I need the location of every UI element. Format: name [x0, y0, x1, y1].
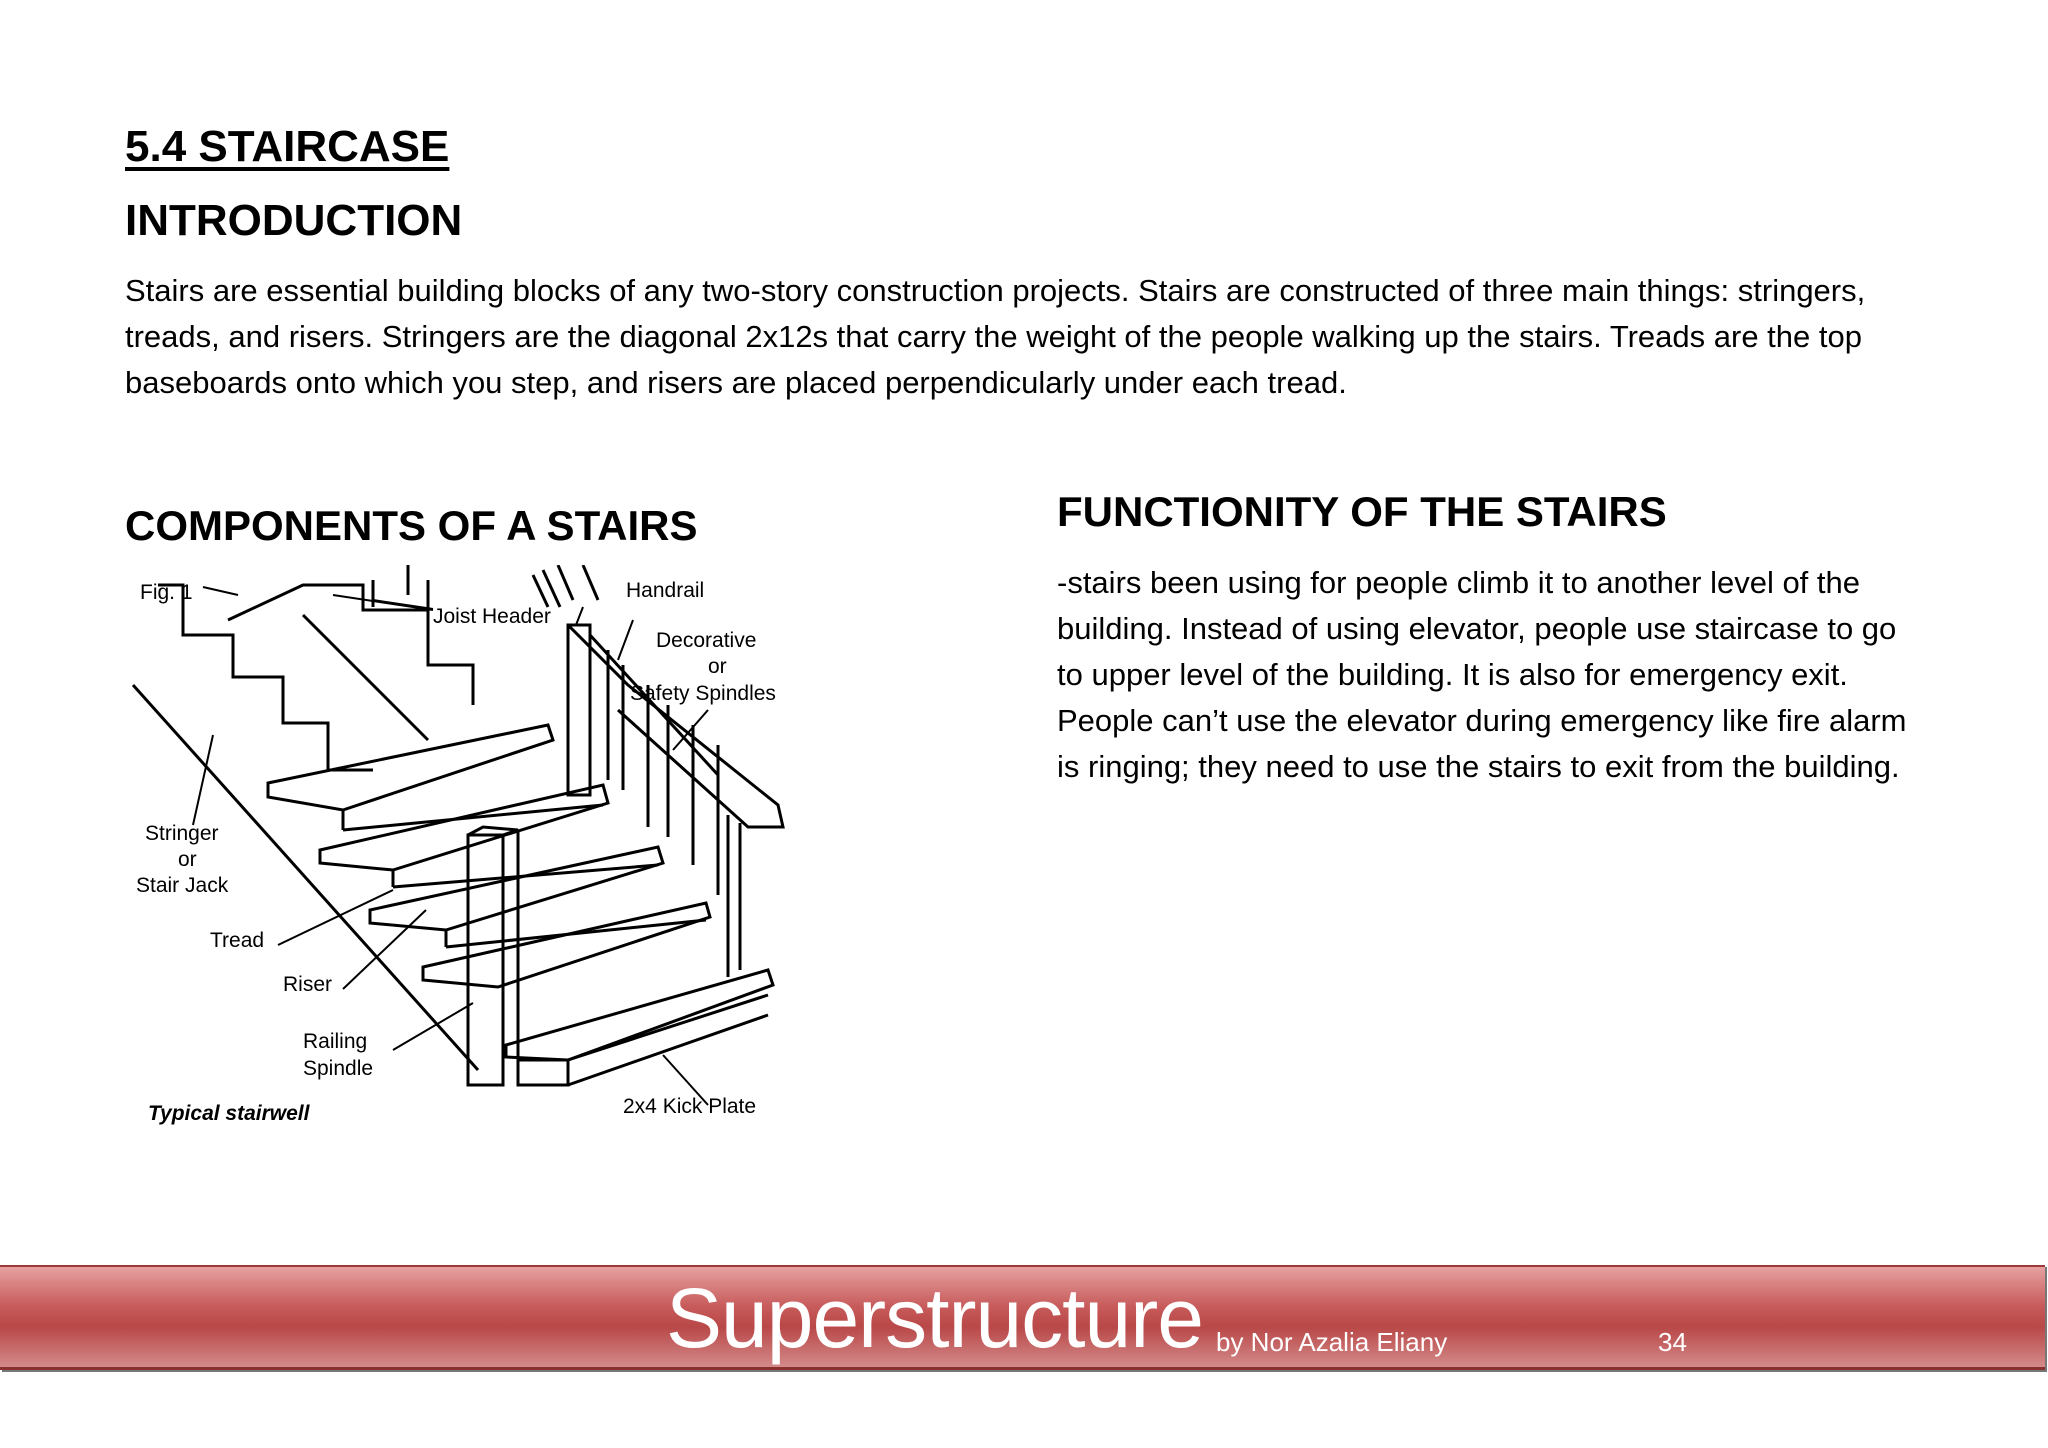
introduction-paragraph: Stairs are essential building blocks of …: [125, 273, 1866, 400]
functionality-paragraph: -stairs been using for people climb it t…: [1057, 565, 1907, 784]
footer-author: by Nor Azalia Eliany: [1216, 1327, 1448, 1357]
label-spindle: Spindle: [303, 1057, 373, 1080]
label-riser: Riser: [283, 973, 332, 996]
label-decorative: Decorative: [656, 629, 756, 652]
figure-caption: Typical stairwell: [148, 1102, 311, 1125]
components-heading: COMPONENTS OF A STAIRS: [125, 502, 698, 549]
label-stair-jack: Stair Jack: [136, 874, 229, 897]
page-number: 34: [1658, 1327, 1687, 1357]
label-or-2: or: [178, 848, 197, 871]
section-title: 5.4 STAIRCASE: [125, 122, 450, 171]
functionality-heading: FUNCTIONITY OF THE STAIRS: [1057, 488, 1667, 535]
fig-label: Fig. 1: [140, 581, 193, 604]
label-railing: Railing: [303, 1030, 367, 1053]
label-joist-header: Joist Header: [433, 605, 551, 628]
footer-title: Superstructure: [666, 1271, 1204, 1365]
staircase-illustration: Fig. 1 Joist Header Handrail Decorative …: [131, 564, 785, 1125]
label-kick-plate: 2x4 Kick Plate: [623, 1095, 756, 1118]
footer-banner: [0, 1265, 2045, 1370]
label-tread: Tread: [210, 929, 264, 952]
label-or-1: or: [708, 655, 727, 678]
staircase-diagram: Fig. 1 Joist Header Handrail Decorative …: [128, 564, 828, 1125]
label-stringer: Stringer: [145, 822, 219, 845]
introduction-heading: INTRODUCTION: [125, 196, 463, 245]
label-handrail: Handrail: [626, 579, 704, 602]
label-safety-spindles: Safety Spindles: [630, 682, 776, 705]
